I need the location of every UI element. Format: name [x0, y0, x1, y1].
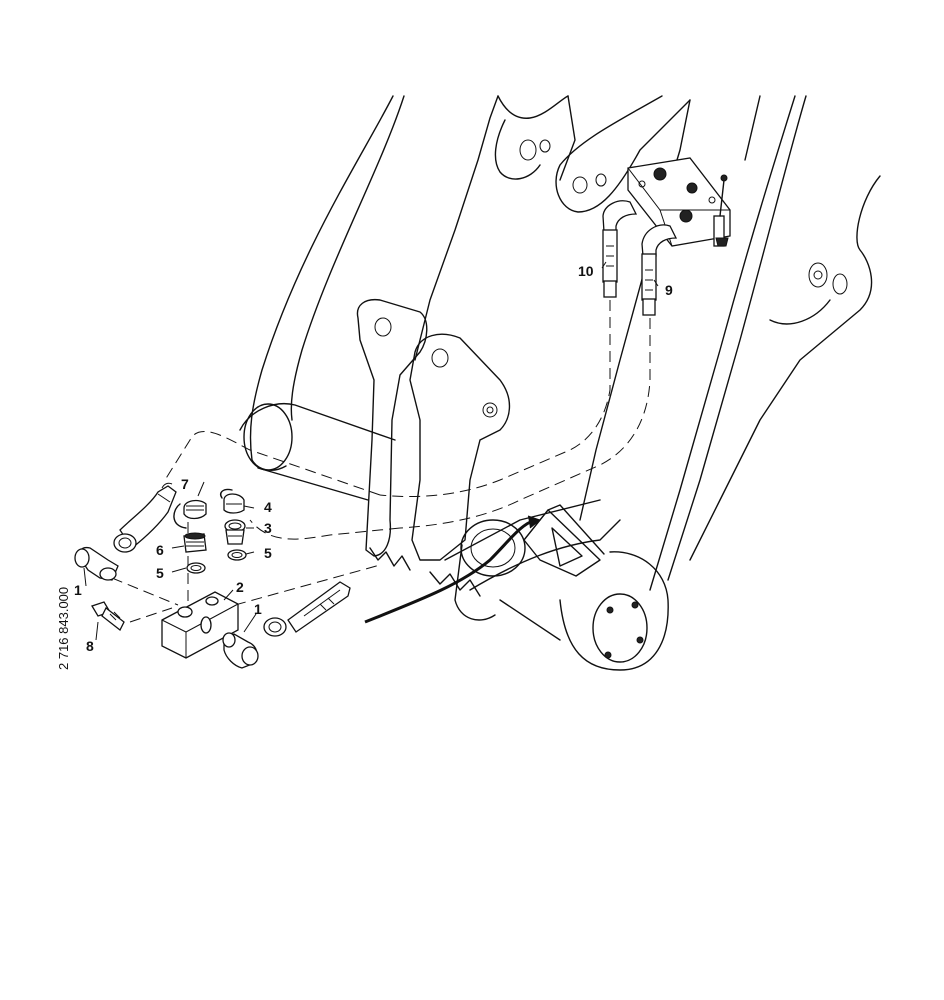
callout-3: 3 [264, 520, 272, 536]
callout-7: 7 [181, 476, 189, 492]
loader-arm-frame [239, 95, 881, 671]
hose-routing-lines [111, 300, 651, 623]
callout-1-right: 1 [254, 601, 262, 617]
callout-6: 6 [156, 542, 164, 558]
callout-1-left: 1 [74, 582, 82, 598]
callout-labels: 1 1 2 3 4 5 5 6 7 8 9 10 [74, 263, 673, 654]
loose-parts [74, 261, 659, 669]
hose-10 [602, 200, 638, 298]
control-valve-block [627, 157, 731, 247]
callout-8: 8 [86, 638, 94, 654]
document-number: 2 716 843.000 [56, 587, 71, 670]
callout-10: 10 [578, 263, 594, 279]
callout-9: 9 [665, 282, 673, 298]
callout-5-left: 5 [156, 565, 164, 581]
callout-5-right: 5 [264, 545, 272, 561]
hose-9 [641, 224, 678, 316]
callout-4: 4 [264, 499, 272, 515]
callout-2: 2 [236, 579, 244, 595]
